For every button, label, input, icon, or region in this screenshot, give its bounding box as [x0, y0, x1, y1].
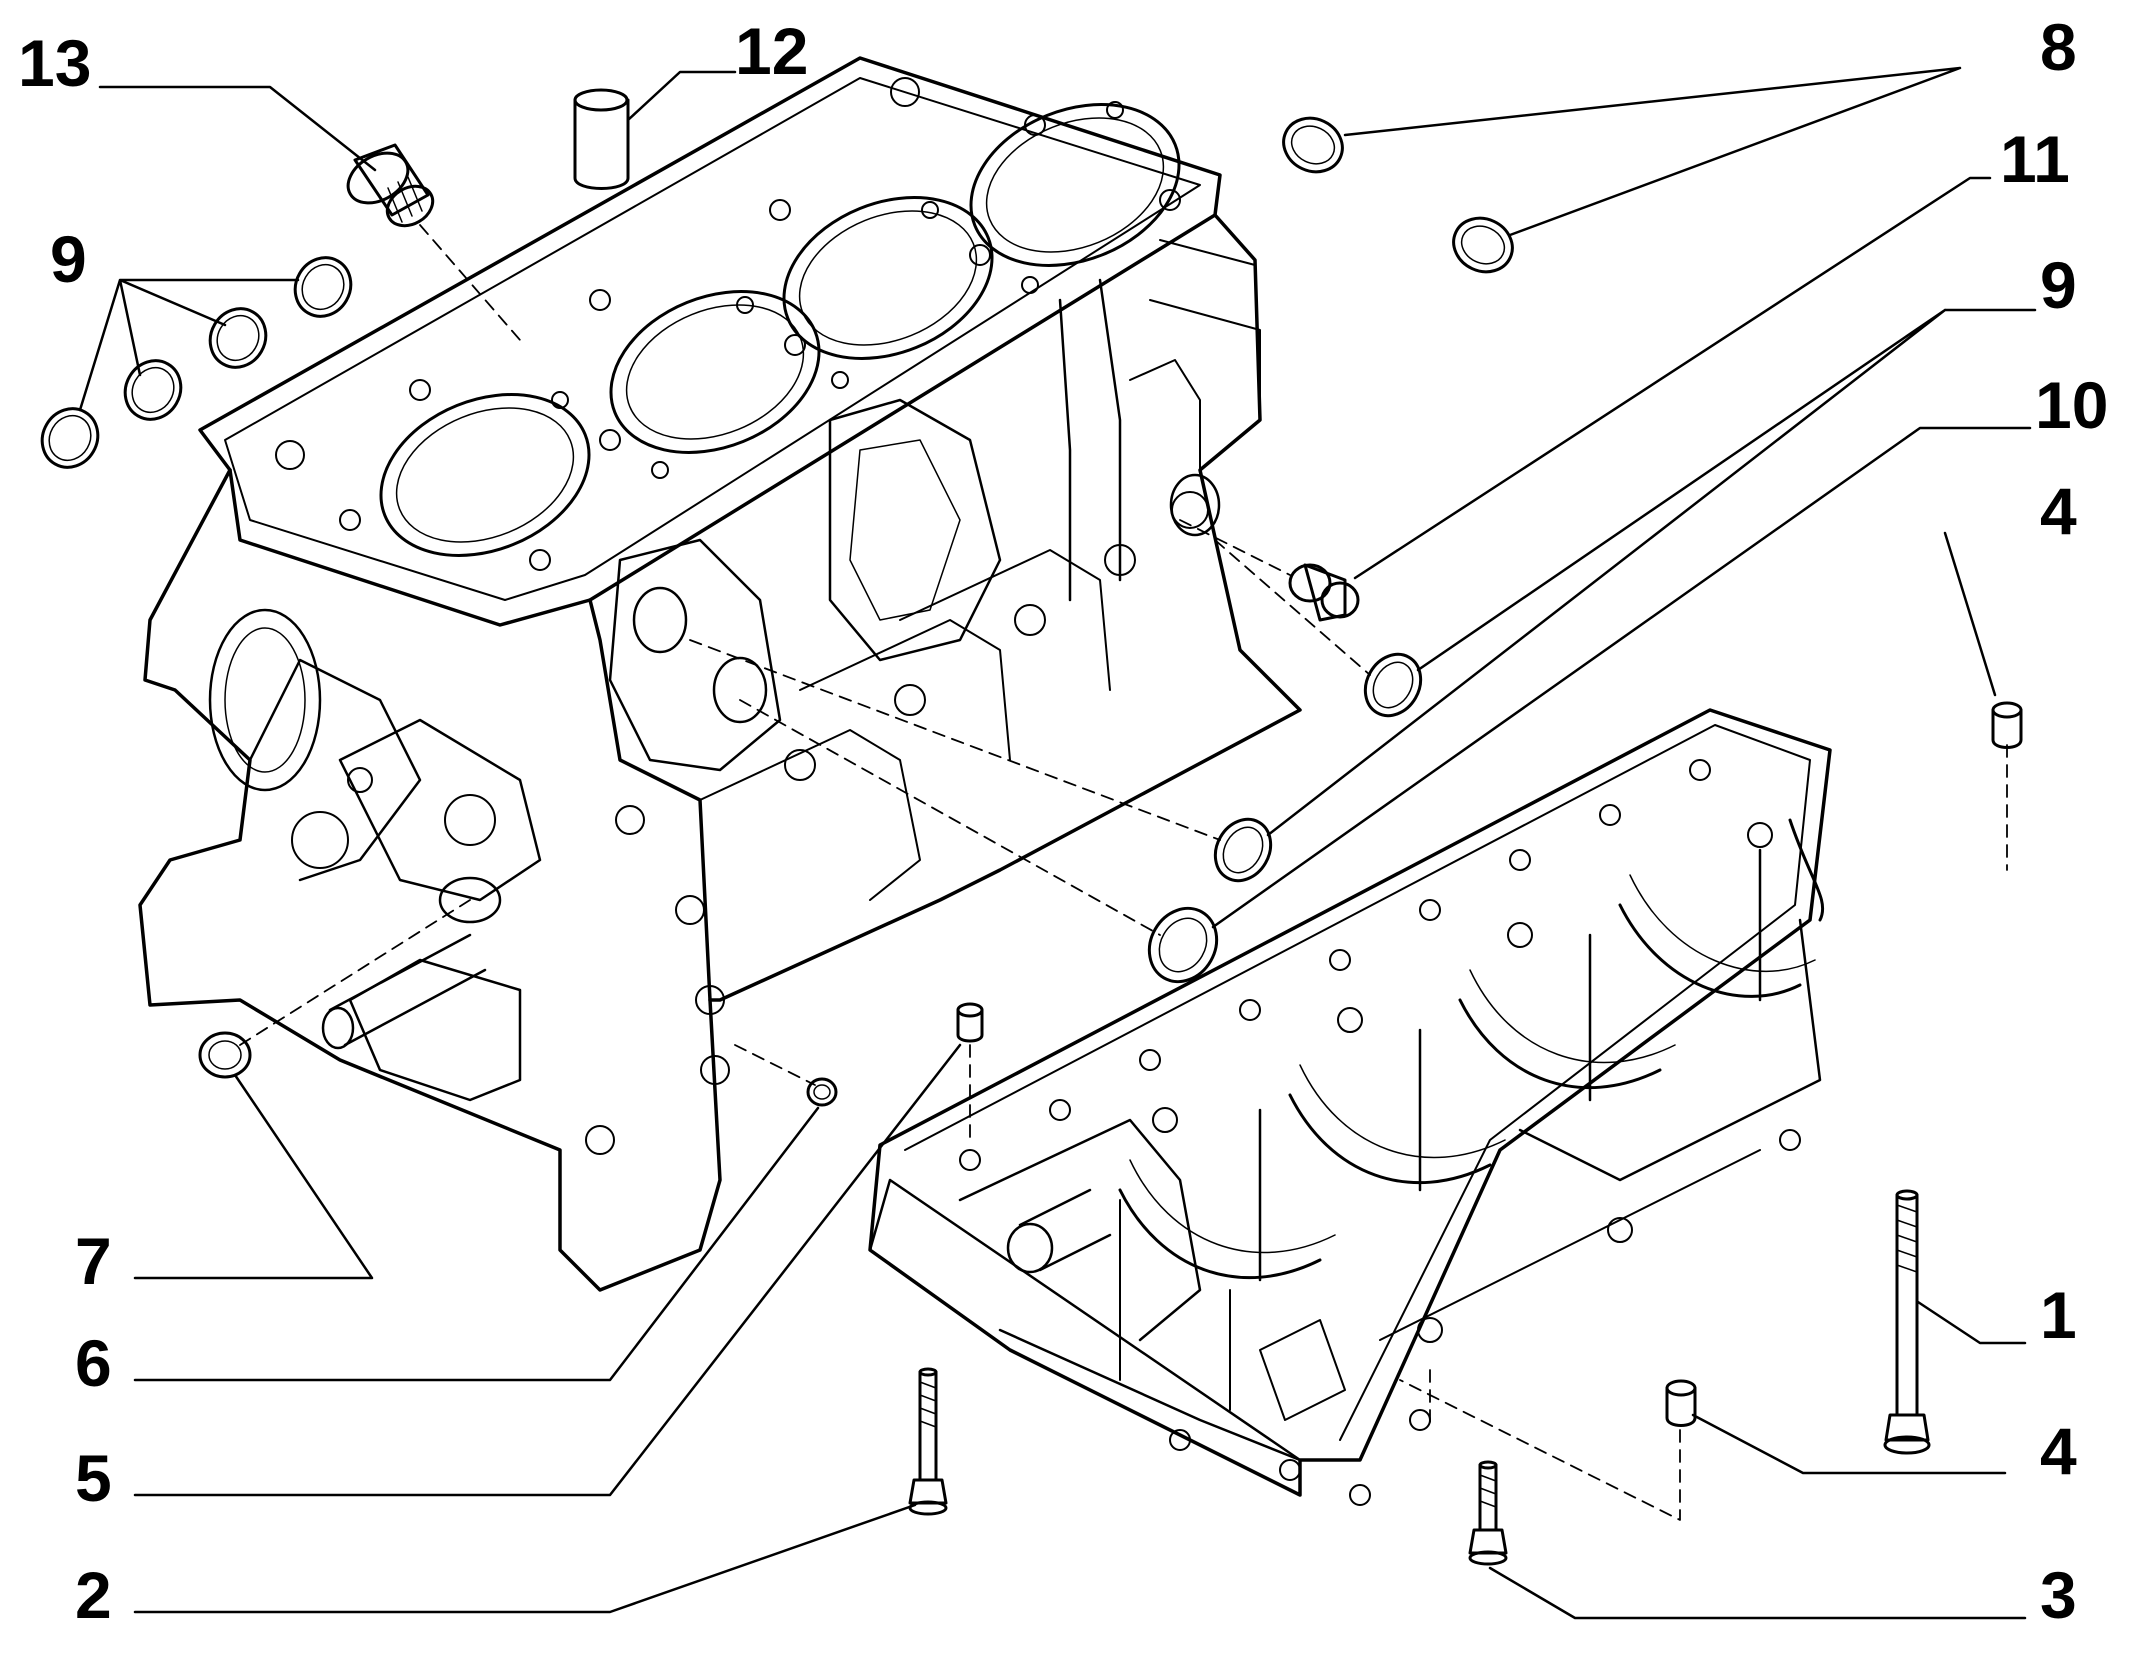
callout-3: 3	[2040, 1558, 2077, 1632]
callout-1: 1	[2040, 1278, 2077, 1352]
callout-9-right: 9	[2040, 248, 2077, 322]
part-5-dowel	[956, 1002, 984, 1043]
part-4-dowel-lower	[1665, 1379, 1697, 1427]
cylinder-bore-2	[609, 290, 821, 454]
callout-13: 13	[18, 26, 92, 100]
part-3-bolt	[1468, 1460, 1508, 1566]
part-1-long-bolt	[1883, 1189, 1931, 1455]
cylinder-bore-3	[782, 196, 994, 360]
cylinder-block	[138, 56, 1302, 1292]
part-11-plug	[1288, 563, 1360, 622]
part-10-plug	[1147, 906, 1219, 984]
callout-7: 7	[75, 1224, 112, 1298]
callout-4-upper: 4	[2040, 474, 2077, 548]
callout-8: 8	[2040, 10, 2077, 84]
crankcase-bedplate	[868, 708, 1832, 1506]
callout-4-lower: 4	[2040, 1414, 2077, 1488]
part-13-threaded-plug	[346, 143, 435, 228]
assembly-guide-lines	[239, 224, 2008, 1521]
callout-5: 5	[75, 1441, 112, 1515]
callout-2: 2	[75, 1558, 112, 1632]
part-8-plugs	[1282, 116, 1514, 274]
part-6-small-plug	[806, 1077, 838, 1107]
part-12-dowel-sleeve	[573, 88, 630, 190]
part-9-core-plugs-left	[40, 256, 353, 469]
part-2-bolt	[908, 1367, 948, 1516]
part-4-dowel-upper	[1991, 701, 2023, 749]
callout-9-left: 9	[50, 222, 87, 296]
callout-11: 11	[2000, 122, 2070, 196]
callout-leader-lines	[78, 66, 2037, 1620]
part-9-plugs-right	[1213, 652, 1423, 883]
cylinder-bore-4	[969, 103, 1181, 267]
callout-12: 12	[735, 14, 809, 88]
part-7-cap	[198, 1031, 252, 1079]
callout-6: 6	[75, 1326, 112, 1400]
callout-10: 10	[2035, 368, 2109, 442]
cylinder-bore-1	[379, 393, 591, 557]
